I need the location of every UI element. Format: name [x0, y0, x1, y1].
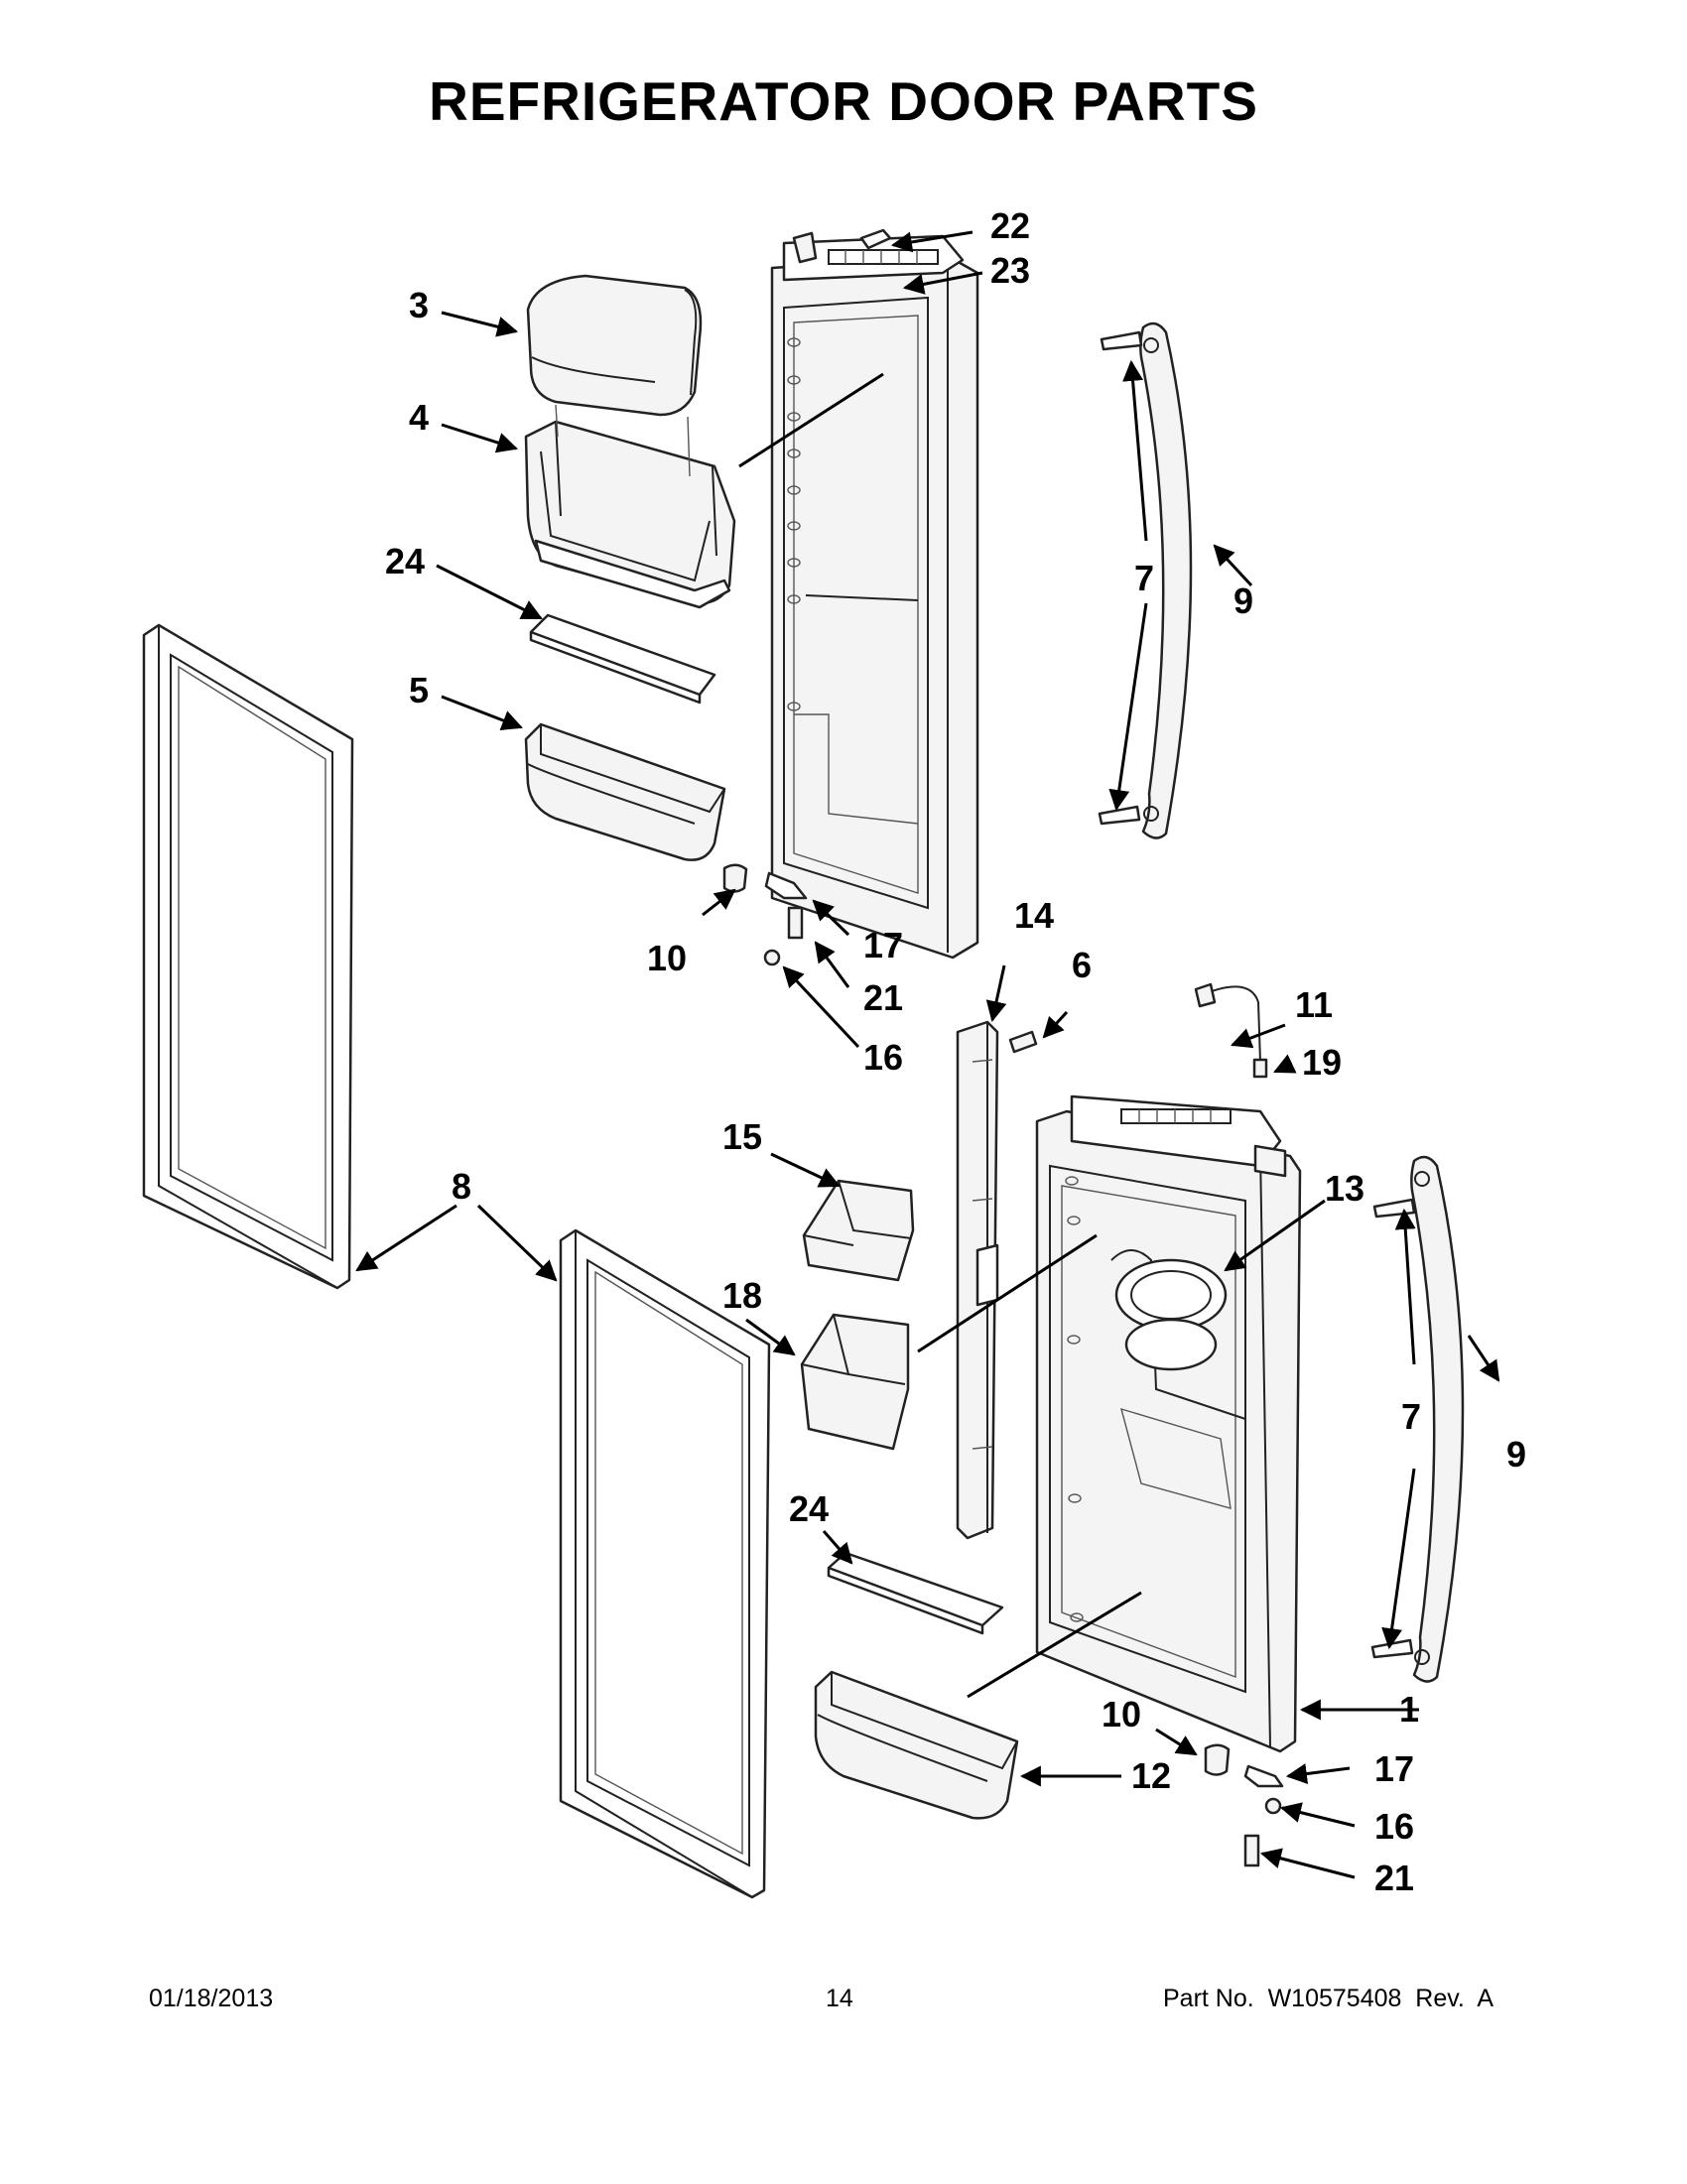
part-8-gasket-right	[559, 1228, 771, 1899]
callout-24-lower: 24	[789, 1488, 829, 1529]
footer-date: 01/18/2013	[149, 1985, 274, 2012]
callout-10-lower: 10	[1102, 1694, 1141, 1734]
callout-4: 4	[409, 397, 429, 438]
footer-part-number: Part No. W10575408 Rev. A	[1163, 1985, 1494, 2012]
callout-21-lower: 21	[1374, 1858, 1414, 1898]
callout-23: 23	[990, 250, 1030, 291]
part-1-right-door-liner	[1035, 1094, 1302, 1753]
callout-24: 24	[385, 541, 425, 581]
part-13-dispenser-chute	[1114, 1258, 1228, 1371]
callout-7: 7	[1134, 558, 1154, 598]
callout-15: 15	[722, 1116, 762, 1157]
upper-door-handle	[1098, 321, 1193, 839]
callout-7-lower: 7	[1401, 1396, 1421, 1437]
callout-12: 12	[1131, 1755, 1171, 1796]
footer-page-number: 14	[826, 1985, 853, 2012]
part-8-gasket-left	[142, 623, 354, 1290]
callout-11: 11	[1295, 984, 1333, 1025]
callout-6: 6	[1072, 945, 1092, 985]
part-4-dairy-bin	[524, 420, 736, 609]
callout-17: 17	[863, 925, 903, 965]
callout-14: 14	[1014, 895, 1054, 936]
part-24-shelf-top	[529, 613, 716, 705]
callout-18: 18	[722, 1275, 762, 1316]
callout-16-lower: 16	[1374, 1806, 1414, 1847]
part-14-hinged-mullion	[956, 1020, 999, 1540]
callout-16: 16	[863, 1037, 903, 1078]
leader-lines	[355, 230, 1500, 1879]
callout-13: 13	[1325, 1168, 1364, 1209]
callout-8: 8	[452, 1166, 471, 1207]
callout-5: 5	[409, 670, 429, 710]
part-12-door-bin	[814, 1670, 1019, 1820]
callout-17-lower: 17	[1374, 1748, 1414, 1789]
callout-labels: 22 23 3 4 24 5 7 9 14 6 10 17 21 16 11 1…	[385, 205, 1526, 1898]
part-15-bin	[802, 1179, 915, 1282]
part-3-4-guide-lines	[555, 404, 691, 477]
callout-21: 21	[863, 977, 903, 1018]
part-3-bin-cover	[526, 274, 703, 417]
callout-19: 19	[1302, 1042, 1342, 1083]
right-hinge-hardware	[1204, 1743, 1284, 1867]
callout-1: 1	[1399, 1689, 1419, 1730]
part-5-door-bin	[524, 722, 726, 861]
callout-9: 9	[1233, 580, 1253, 621]
part-24-shelf-bottom	[827, 1551, 1004, 1635]
part-18-bin	[800, 1313, 910, 1451]
callout-3: 3	[409, 285, 429, 325]
callout-22: 22	[990, 205, 1030, 246]
part-11-water-tube	[1194, 982, 1268, 1079]
part-22-clip	[859, 228, 892, 250]
page-title: REFRIGERATOR DOOR PARTS	[429, 70, 1258, 132]
part-6-screw	[1008, 1030, 1038, 1054]
left-door-liner	[770, 231, 979, 960]
callout-9-lower: 9	[1506, 1434, 1526, 1475]
callout-10: 10	[647, 938, 687, 978]
